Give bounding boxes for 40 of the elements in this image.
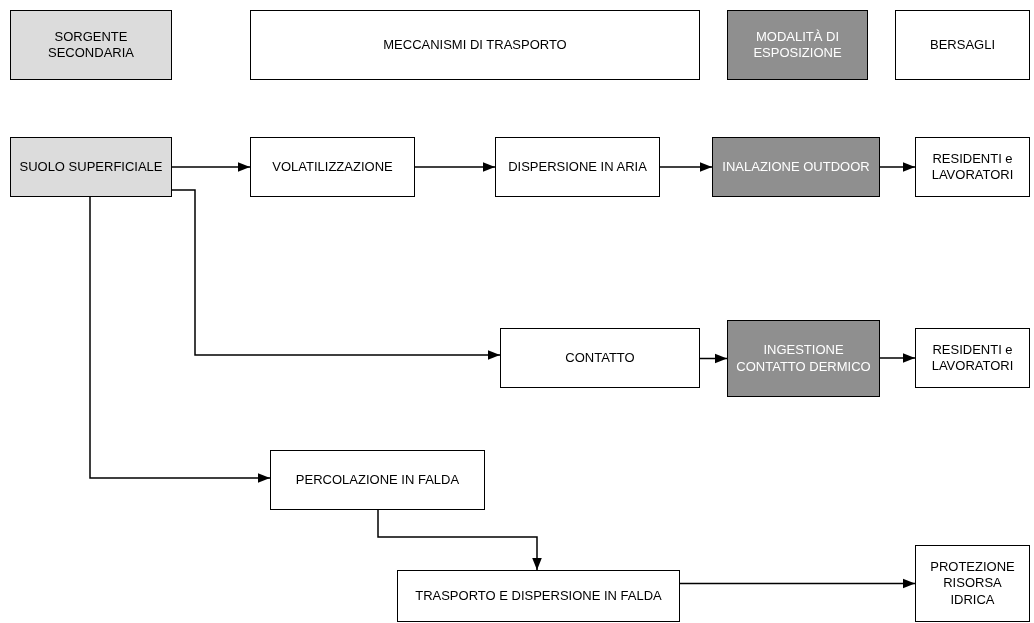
process-box <box>500 328 700 388</box>
arrow <box>679 578 916 589</box>
box-label: PERCOLAZIONE IN FALDA <box>295 471 460 489</box>
arrow <box>879 353 916 363</box>
process-box <box>915 137 1030 197</box>
arrow <box>377 509 542 571</box>
process-box <box>250 137 415 197</box>
process-box <box>895 10 1030 80</box>
box-label: TRASPORTO E DISPERSIONE IN FALDA <box>415 587 662 605</box>
process-box <box>727 10 868 80</box>
box-label: RESIDENTI e LAVORATORI <box>930 150 1015 184</box>
process-box <box>915 545 1030 622</box>
box-label: MODALITÀ DI ESPOSIZIONE <box>752 28 843 62</box>
box-label: INGESTIONE CONTATTO DERMICO <box>735 342 872 375</box>
process-box <box>250 10 700 80</box>
box-label: INALAZIONE OUTDOOR <box>722 158 870 176</box>
arrow <box>879 162 916 172</box>
arrow <box>171 189 501 360</box>
box-label: PROTEZIONE RISORSA IDRICA <box>929 559 1016 608</box>
process-box <box>10 10 172 80</box>
box-label: DISPERSIONE IN ARIA <box>508 158 647 176</box>
arrow <box>414 162 496 172</box>
process-box <box>712 137 880 197</box>
process-box <box>10 137 172 197</box>
box-label: CONTATTO <box>565 349 635 367</box>
process-box <box>495 137 660 197</box>
box-label: BERSAGLI <box>930 36 995 54</box>
box-label: SORGENTE SECONDARIA <box>47 28 135 62</box>
process-box <box>915 328 1030 388</box>
box-label: VOLATILIZZAZIONE <box>272 158 393 176</box>
arrow <box>699 353 728 364</box>
box-label: SUOLO SUPERFICIALE <box>19 158 163 176</box>
process-box <box>727 320 880 397</box>
arrow <box>659 162 713 172</box>
box-label: RESIDENTI e LAVORATORI <box>930 341 1015 375</box>
arrow <box>171 162 251 172</box>
arrow <box>89 196 271 483</box>
process-box <box>270 450 485 510</box>
process-box <box>397 570 680 622</box>
box-label: MECCANISMI DI TRASPORTO <box>383 36 567 54</box>
